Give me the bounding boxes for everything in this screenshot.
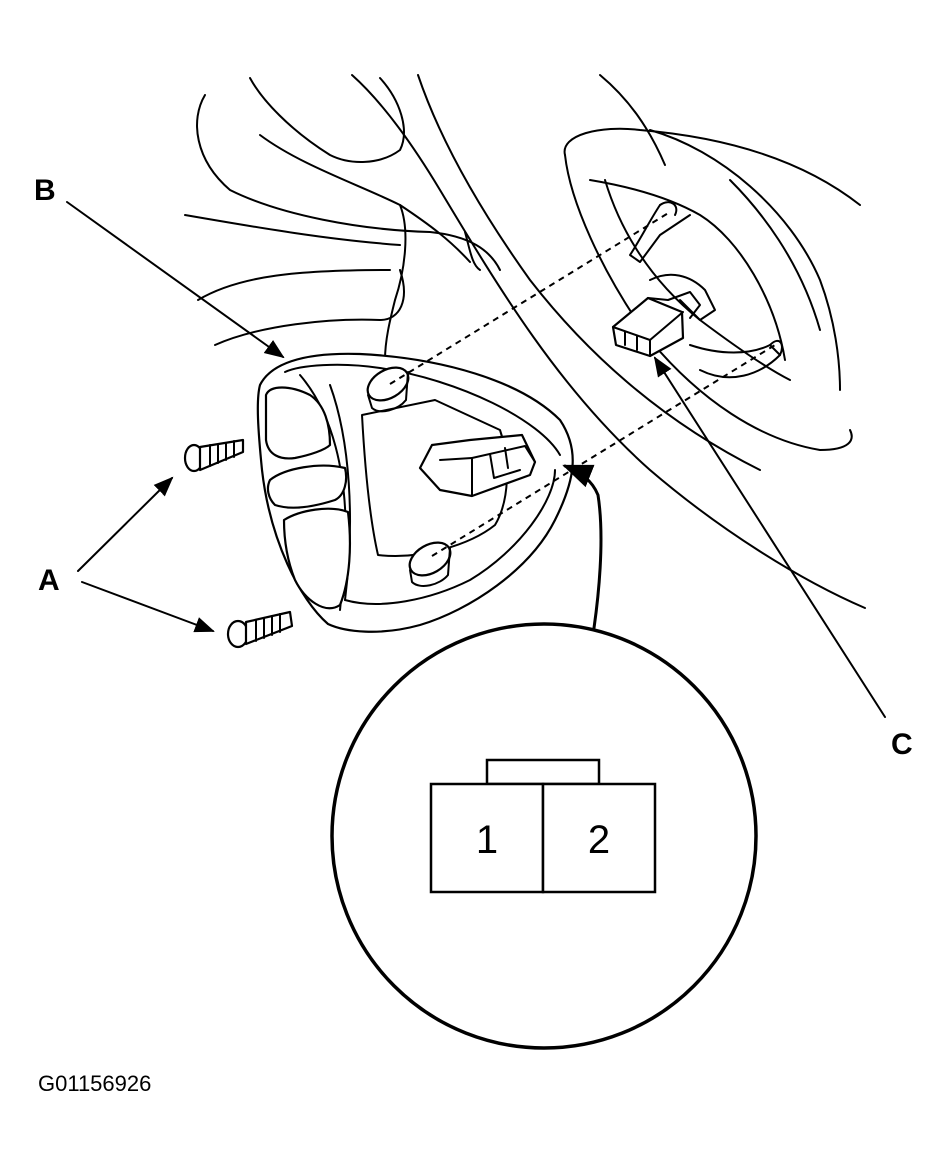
connector-cavity-2	[541, 782, 657, 894]
callout-a: A	[38, 564, 60, 597]
alignment-lines	[389, 211, 776, 557]
pin-1-label: 1	[476, 818, 498, 862]
callout-b: B	[34, 174, 56, 207]
connector-cavity-1	[429, 782, 545, 894]
leader-lines	[66, 201, 886, 718]
upper-screw	[183, 438, 245, 473]
connector-detail-view: 1 2	[330, 622, 758, 1050]
wheel-side-connector	[611, 291, 701, 358]
lower-screw	[226, 610, 294, 649]
pin-2-label: 2	[588, 818, 610, 862]
callout-c: C	[891, 728, 913, 761]
figure-code: G01156926	[38, 1071, 152, 1096]
steering-wheel-outline	[184, 74, 866, 609]
steering-switch-assembly	[256, 352, 574, 633]
screws	[183, 438, 294, 649]
connector-lock-tab	[485, 758, 601, 786]
